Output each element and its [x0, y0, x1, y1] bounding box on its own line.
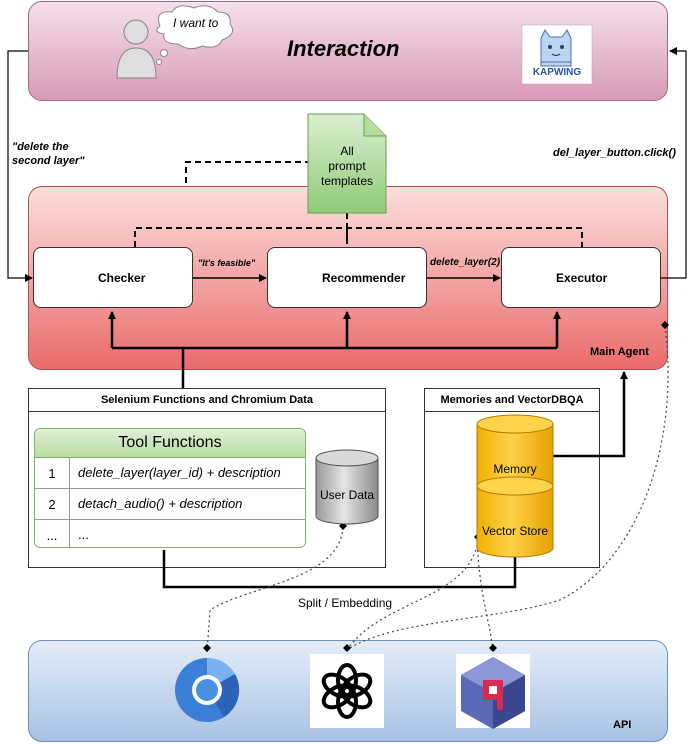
dotted-link [476, 539, 494, 653]
user-data-label: User Data [319, 488, 375, 502]
action-label: del_layer_button.click() [553, 147, 676, 159]
executor-label: Executor [556, 270, 608, 285]
call-label: delete_layer(2) [430, 257, 501, 268]
prompt-dashed-link [185, 161, 308, 183]
vector-store-label: Vector Store [481, 524, 549, 538]
bubble-text: I want to [173, 16, 219, 30]
user-data-cylinder [315, 449, 379, 525]
kapwing-logo [521, 24, 593, 85]
recommender-label: Recommender [322, 270, 406, 285]
prompt-templates-label: All prompt templates [320, 144, 374, 188]
selenium-panel-header: Selenium Functions and Chromium Data [29, 389, 385, 412]
table-row: ... ... [35, 520, 305, 547]
feasible-label: "It's feasible" [198, 258, 256, 268]
tool-functions-header: Tool Functions [35, 429, 305, 458]
row-number: 2 [48, 496, 56, 512]
row-number: ... [46, 527, 58, 543]
action-connector [660, 47, 687, 279]
prompt-templates-document [307, 113, 387, 214]
tool-functions-table: Tool Functions 1 delete_layer(layer_id) … [34, 428, 306, 548]
user-icon [116, 19, 157, 79]
split-embedding-bracket [162, 550, 517, 589]
row-text: ... [69, 520, 89, 547]
table-row: 1 delete_layer(layer_id) + description [35, 458, 305, 489]
chromium-icon [175, 657, 240, 722]
main-agent-label: Main Agent [590, 346, 649, 358]
checker-label: Checker [98, 270, 146, 285]
split-embedding-label: Split / Embedding [298, 596, 393, 610]
qdrant-icon [456, 654, 530, 729]
api-label: API [613, 719, 632, 731]
tool-functions-title: Tool Functions [118, 434, 222, 451]
table-row: 2 detach_audio() + description [35, 489, 305, 520]
row-text: detach_audio() + description [69, 489, 242, 519]
memories-panel-title: Memories and VectorDBQA [440, 394, 584, 406]
command-connector [7, 50, 33, 282]
thought-bubble-icon [156, 5, 234, 65]
openai-icon [310, 654, 384, 728]
executor-box: Executor [501, 247, 661, 308]
prompt-dashed-bus [134, 227, 583, 247]
command-label: "delete the second layer" [12, 141, 85, 167]
kapwing-logo-text: KAPWING [532, 67, 582, 78]
recommender-box: Recommender [267, 247, 427, 308]
interaction-title: Interaction [287, 36, 400, 61]
memories-panel-header: Memories and VectorDBQA [425, 389, 599, 412]
selenium-panel-title: Selenium Functions and Chromium Data [100, 394, 314, 406]
dotted-link [206, 526, 344, 653]
memory-label: Memory [493, 462, 537, 476]
vector-store-cylinder [476, 476, 554, 558]
memory-to-agent [553, 371, 628, 458]
dotted-link [346, 539, 479, 651]
checker-box: Checker [33, 247, 193, 308]
row-number: 1 [48, 465, 56, 481]
row-text: delete_layer(layer_id) + description [69, 458, 281, 488]
